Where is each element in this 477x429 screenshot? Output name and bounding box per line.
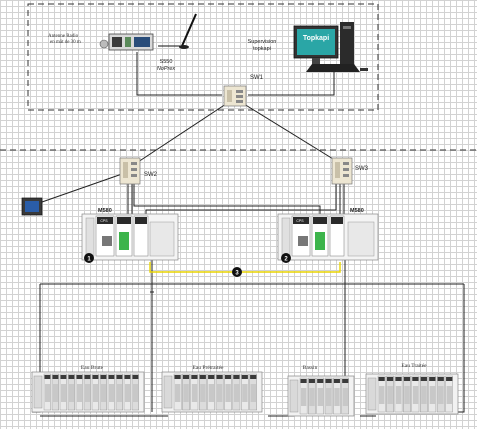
- plc-right-cps: CPS: [296, 219, 304, 223]
- badge-3-icon: [232, 267, 242, 277]
- modem-label-2: NoPrex: [157, 66, 176, 72]
- supervision-pc-icon: [293, 22, 368, 72]
- antenna-icon: [158, 13, 197, 49]
- sw3-label: SW3: [355, 166, 369, 172]
- badge-2-icon: [281, 253, 291, 263]
- switch-sw2-icon: [119, 157, 141, 185]
- rack-eau-brute: [31, 371, 145, 413]
- sw1-label: SW1: [250, 75, 264, 81]
- rack-eau-traitee-title: Eau Traitée: [401, 363, 427, 369]
- plc-left-title: M580: [98, 208, 112, 214]
- antenna-caption-1: Antenne Radio: [48, 34, 79, 39]
- operator-panel-icon: [21, 197, 43, 216]
- antenna-caption-2: en mât de 30 m: [50, 40, 81, 45]
- switch-sw1-icon: [223, 85, 247, 107]
- supervision-label-2: topkapi: [253, 46, 271, 52]
- remote-io-racks: [31, 371, 459, 417]
- rack-eau-brute-title: Eau Brute: [81, 365, 104, 371]
- rack-eau-pretraitee-title: Eau Prétraitée: [193, 365, 225, 371]
- topkapi-logo: Topkapi: [303, 35, 329, 42]
- badge-1-icon: [84, 253, 94, 263]
- rack-eau-pretraitee: [161, 371, 263, 413]
- supervision-label-1: Supervision: [248, 39, 277, 45]
- badge-1-label: 1: [87, 257, 91, 263]
- rack-eau-traitee: [365, 373, 459, 415]
- sw2-label: SW2: [144, 172, 158, 178]
- modem-label-1: S550: [160, 59, 173, 65]
- badge-3-label: 3: [235, 271, 239, 277]
- sync-link: [149, 262, 341, 273]
- rack-bassin-title: Bassin: [303, 365, 318, 371]
- plc-right-rack: [277, 213, 379, 261]
- rack-bassin: [287, 375, 355, 417]
- network-links: [32, 52, 465, 417]
- plc-left-rack: [81, 213, 179, 261]
- supervision-zone-border: [27, 3, 379, 111]
- switch-sw3-icon: [331, 157, 353, 185]
- radio-modem-icon: [99, 33, 154, 51]
- plc-left-cps: CPS: [100, 219, 108, 223]
- plc-right-title: M580: [350, 208, 364, 214]
- badge-2-label: 2: [284, 257, 288, 263]
